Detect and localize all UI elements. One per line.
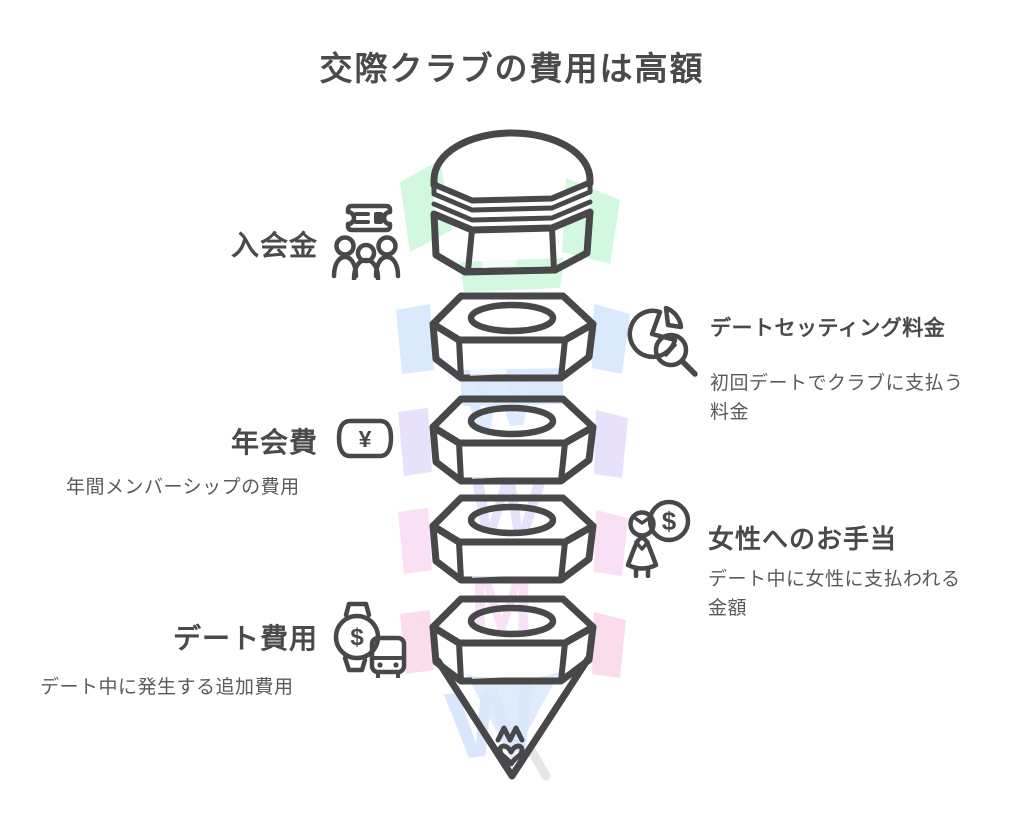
funnel-segment-admission	[430, 129, 594, 276]
funnel-segment-allowance	[429, 494, 597, 584]
funnel-segment-date-setting	[429, 292, 597, 382]
description-allowance: デート中に女性に支払われる金額	[708, 569, 961, 619]
heart-icon	[497, 743, 525, 767]
zigzag-mark	[495, 725, 525, 743]
label-admission-fee: 入会金	[230, 230, 318, 261]
watch-bus-icon: $	[333, 601, 407, 678]
description-date-cost: デート中に発生する追加費用	[40, 677, 294, 698]
pie-chart-magnifier-icon	[627, 305, 698, 377]
label-date-cost: デート費用	[172, 623, 318, 654]
label-annual-fee: 年会費	[230, 427, 318, 458]
description-date-setting-fee: 初回デートでクラブに支払う料金	[710, 373, 964, 423]
label-allowance: 女性へのお手当	[708, 524, 898, 554]
funnel-illustration: W W M W	[396, 129, 630, 781]
page-title: 交際クラブの費用は高額	[319, 50, 705, 87]
woman-dollar-icon: $	[625, 499, 691, 578]
description-annual-fee: 年間メンバーシップの費用	[66, 477, 300, 498]
dollar-symbol: $	[662, 506, 677, 536]
ticket-group-icon	[331, 203, 401, 280]
funnel-cone	[434, 655, 592, 780]
funnel-segment-date-cost	[429, 595, 597, 685]
label-date-setting-fee: デートセッティング料金	[710, 317, 946, 340]
funnel-segment-annual-fee	[429, 395, 597, 485]
yen-coupon-icon: ¥	[336, 418, 394, 459]
dollar-symbol: $	[350, 624, 364, 651]
yen-symbol: ¥	[359, 426, 372, 452]
